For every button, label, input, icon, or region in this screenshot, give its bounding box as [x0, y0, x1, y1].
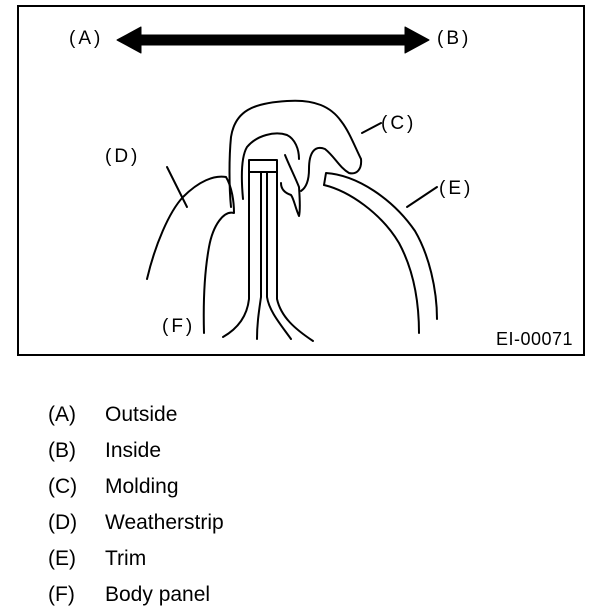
body-panel-right	[276, 166, 314, 342]
legend-item: (D) Weatherstrip	[48, 504, 224, 540]
direction-arrow	[116, 26, 430, 54]
legend-key: (D)	[48, 510, 78, 534]
legend-key: (E)	[48, 546, 76, 570]
weatherstrip-inner-lip	[280, 154, 301, 217]
legend-label: Inside	[105, 438, 162, 462]
legend-label: Trim	[105, 546, 147, 570]
legend-label: Molding	[105, 474, 179, 498]
flange-top	[248, 159, 278, 173]
body-panel-left	[222, 166, 250, 338]
trim-inner	[323, 172, 438, 320]
legend-key: (A)	[48, 402, 76, 426]
legend-item: (E) Trim	[48, 540, 224, 576]
leader-d	[166, 166, 188, 208]
leader-e	[406, 186, 438, 208]
diagram-frame: (A) (B) (C) (D) (E) (F) EI-00071	[17, 5, 585, 356]
legend-list: (A) Outside (B) Inside (C) Molding (D) W…	[48, 396, 224, 612]
legend-item: (F) Body panel	[48, 576, 224, 612]
weatherstrip-shape	[146, 175, 235, 334]
body-panel-center	[256, 171, 262, 340]
legend-item: (B) Inside	[48, 432, 224, 468]
molding-inner-edge	[240, 132, 300, 200]
legend-item: (C) Molding	[48, 468, 224, 504]
callout-c: (C)	[381, 113, 417, 134]
legend-key: (C)	[48, 474, 78, 498]
legend-key: (F)	[48, 582, 75, 606]
legend-key: (B)	[48, 438, 76, 462]
callout-e: (E)	[439, 178, 474, 199]
figure-id: EI-00071	[495, 329, 573, 349]
trim-outer	[323, 184, 420, 334]
callout-d: (D)	[105, 146, 141, 167]
legend-label: Outside	[105, 402, 178, 426]
legend-label: Body panel	[105, 582, 211, 606]
molding-shape	[228, 99, 363, 208]
legend-item: (A) Outside	[48, 396, 224, 432]
body-panel-center-right	[266, 171, 292, 340]
leader-c	[361, 122, 382, 134]
callout-a: (A)	[69, 28, 104, 49]
legend-label: Weatherstrip	[105, 510, 224, 534]
callout-b: (B)	[437, 28, 472, 49]
callout-f: (F)	[162, 316, 196, 337]
weatherstrip-cross-section	[116, 26, 438, 342]
